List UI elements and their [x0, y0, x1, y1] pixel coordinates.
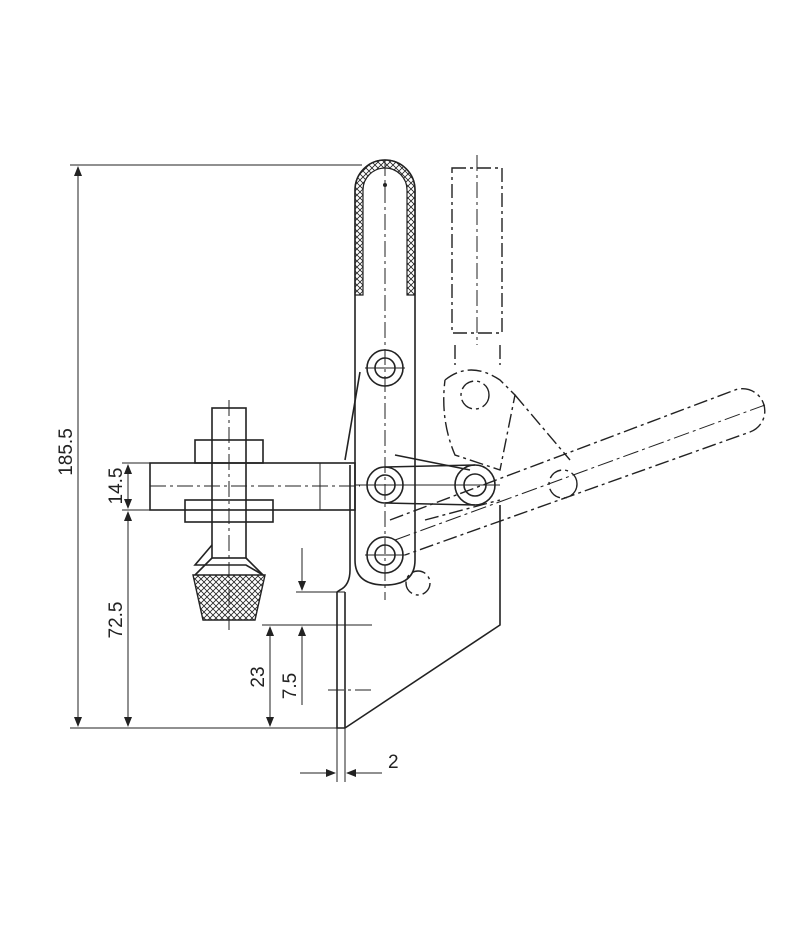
dim-arm-height: 72.5 [106, 602, 127, 639]
rubber-tip [192, 574, 266, 621]
clamp-handle [354, 159, 416, 600]
dim-mount-height: 23 [248, 666, 269, 687]
phantom-positions [389, 155, 766, 596]
spindle [184, 400, 274, 630]
extension-lines [70, 164, 372, 782]
dim-overall-height: 185.5 [56, 428, 77, 476]
dim-arm-thickness: 14.5 [106, 468, 127, 505]
handle-grip [354, 159, 416, 296]
clamp-base [328, 371, 501, 729]
clamp-arm [149, 462, 360, 511]
dim-mount-offset: 7.5 [280, 673, 301, 699]
pivot-pins [355, 349, 500, 574]
dim-plate-thickness: 2 [388, 752, 399, 773]
dimension-lines [74, 166, 382, 777]
